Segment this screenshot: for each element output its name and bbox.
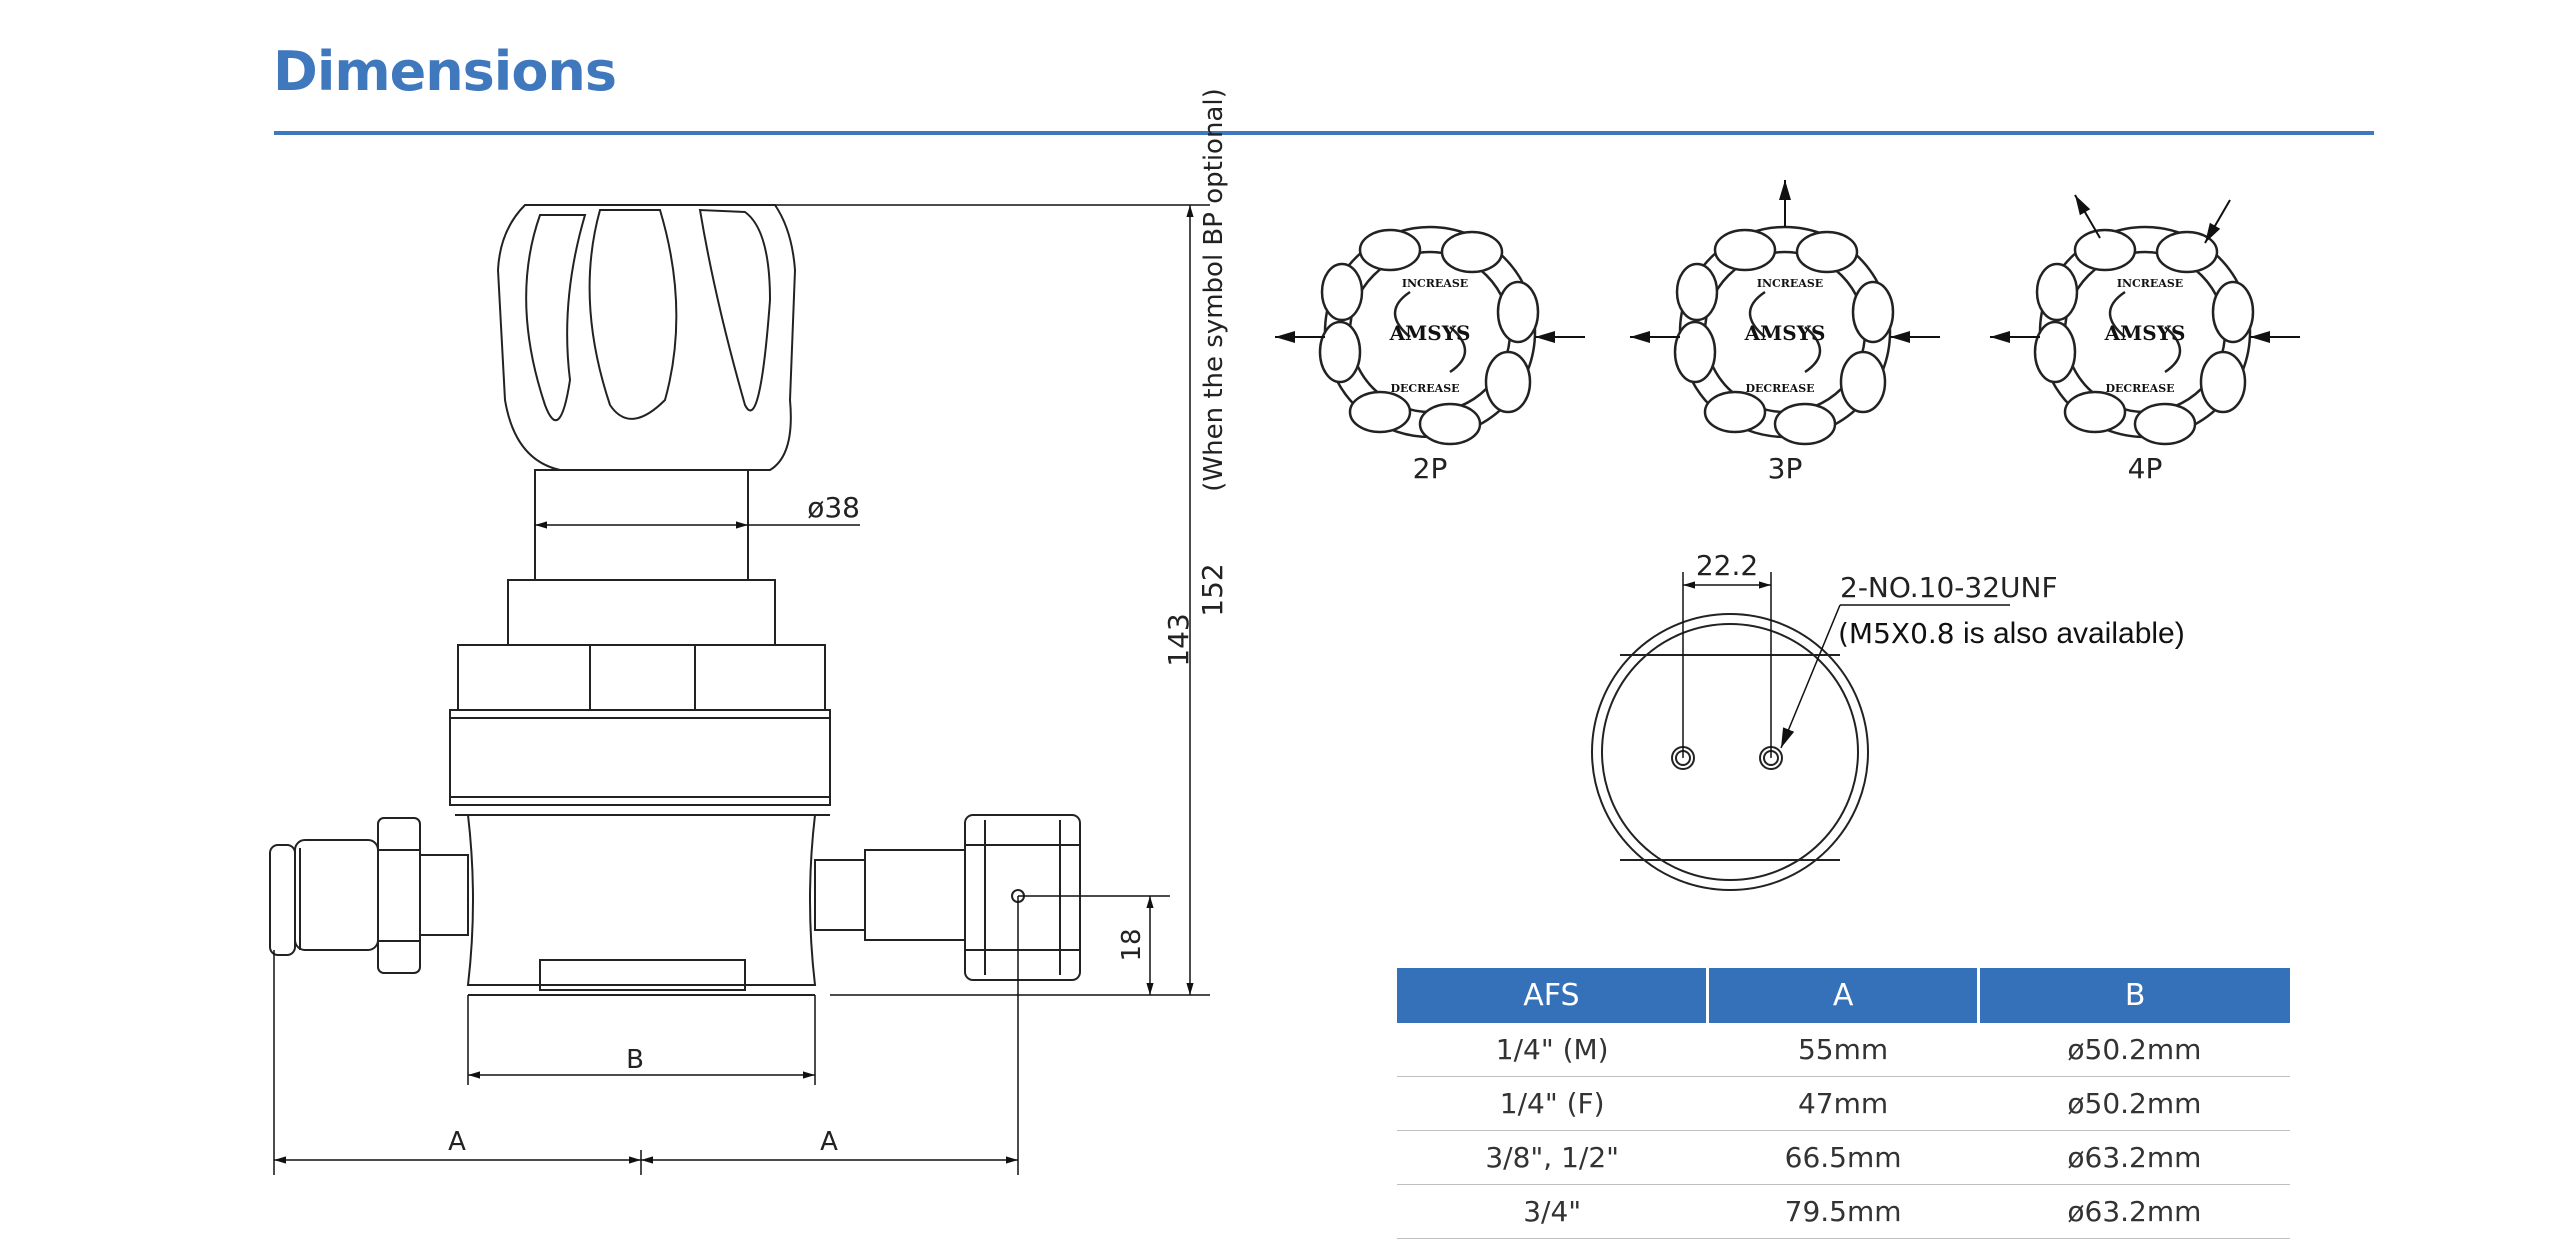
cell-b: ø63.2mm xyxy=(1978,1130,2290,1185)
cell-b: ø50.2mm xyxy=(1978,1023,2290,1077)
knob-top-4p: AMSYS INCREASE DECREASE xyxy=(2033,225,2255,446)
regulator-side-view xyxy=(269,204,1081,996)
cell-afs: 1/4" (F) xyxy=(1397,1076,1708,1131)
upper-nut xyxy=(507,579,776,646)
table-header-row: AFS A B xyxy=(1397,968,2290,1023)
thread-alt-suffix: is also available) xyxy=(1955,617,2185,650)
table-row: 3/8", 1/2" 66.5mm ø63.2mm xyxy=(1397,1130,2290,1185)
knob-brand: AMSYS xyxy=(2104,321,2186,345)
height-note: (When the symbol BP optional) xyxy=(1199,88,1229,491)
knob-top-2p: AMSYS INCREASE DECREASE xyxy=(1318,225,1540,446)
cell-a: 66.5mm xyxy=(1707,1130,1979,1185)
page-title: Dimensions xyxy=(273,40,617,103)
cell-afs: 3/8", 1/2" xyxy=(1397,1130,1708,1185)
cell-afs: 3/4" xyxy=(1397,1184,1708,1239)
knob-label-3p: 3P xyxy=(1768,452,1803,485)
dim-18-label: 18 xyxy=(1117,928,1147,961)
knob-decrease: DECREASE xyxy=(1745,382,1814,395)
table-row: 3/4" 79.5mm ø63.2mm xyxy=(1397,1184,2290,1239)
left-fitting xyxy=(269,817,469,974)
knob-decrease: DECREASE xyxy=(2105,382,2174,395)
bonnet xyxy=(449,709,831,806)
thread-alt-prefix: (M5X0.8 xyxy=(1838,617,1955,650)
cell-a: 55mm xyxy=(1707,1023,1979,1077)
height-143-label: 143 xyxy=(1162,613,1195,666)
cell-a: 79.5mm xyxy=(1707,1184,1979,1239)
thread-alt-label: (M5X0.8 is also available) xyxy=(1838,617,2185,650)
col-header-b: B xyxy=(1978,968,2290,1023)
knob-brand: AMSYS xyxy=(1389,321,1471,345)
cell-afs: 1/4" (M) xyxy=(1397,1023,1708,1077)
knob-label-4p: 4P xyxy=(2128,452,2163,485)
knob-decrease: DECREASE xyxy=(1390,382,1459,395)
port-arrows xyxy=(1275,180,2300,343)
col-header-a: A xyxy=(1707,968,1981,1023)
knob-label-2p: 2P xyxy=(1413,452,1448,485)
title-underline xyxy=(274,131,2374,135)
hex-nut xyxy=(457,644,826,711)
cell-b: ø50.2mm xyxy=(1978,1076,2290,1131)
height-152-label: 152 xyxy=(1196,563,1229,616)
cell-a: 47mm xyxy=(1707,1076,1979,1131)
table-row: 1/4" (F) 47mm ø50.2mm xyxy=(1397,1076,2290,1131)
spec-table: AFS A B 1/4" (M) 55mm ø50.2mm 1/4" (F) 4… xyxy=(1397,968,2290,1239)
dimension-lines xyxy=(273,204,1210,1175)
knob-brand: AMSYS xyxy=(1744,321,1826,345)
body xyxy=(466,814,817,986)
dim-b-label: B xyxy=(626,1045,644,1075)
knob-increase: INCREASE xyxy=(1402,277,1468,290)
col-header-afs: AFS xyxy=(1397,968,1709,1023)
mounting-dims xyxy=(1682,572,2010,758)
table-row: 1/4" (M) 55mm ø50.2mm xyxy=(1397,1023,2290,1077)
cell-b: ø63.2mm xyxy=(1978,1184,2290,1239)
knob-increase: INCREASE xyxy=(1757,277,1823,290)
dia-38-label: ø38 xyxy=(807,491,860,524)
mounting-view xyxy=(1591,613,1869,891)
knob-top-3p: AMSYS INCREASE DECREASE xyxy=(1673,225,1895,446)
spacing-label: 22.2 xyxy=(1696,549,1758,582)
thread-label: 2-NO.10-32UNF xyxy=(1840,571,2058,604)
right-fitting xyxy=(814,814,1081,981)
dim-a-left-label: A xyxy=(448,1127,466,1157)
dim-a-right-label: A xyxy=(820,1127,838,1157)
knob-increase: INCREASE xyxy=(2117,277,2183,290)
knob-side xyxy=(496,204,797,471)
